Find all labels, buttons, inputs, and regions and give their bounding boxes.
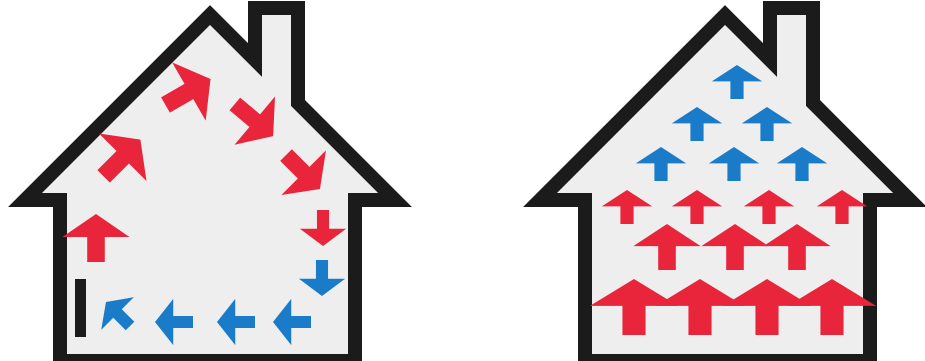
house-outline (540, 8, 910, 361)
left-house (25, 8, 395, 361)
right-house (540, 8, 910, 361)
heater (75, 279, 86, 337)
